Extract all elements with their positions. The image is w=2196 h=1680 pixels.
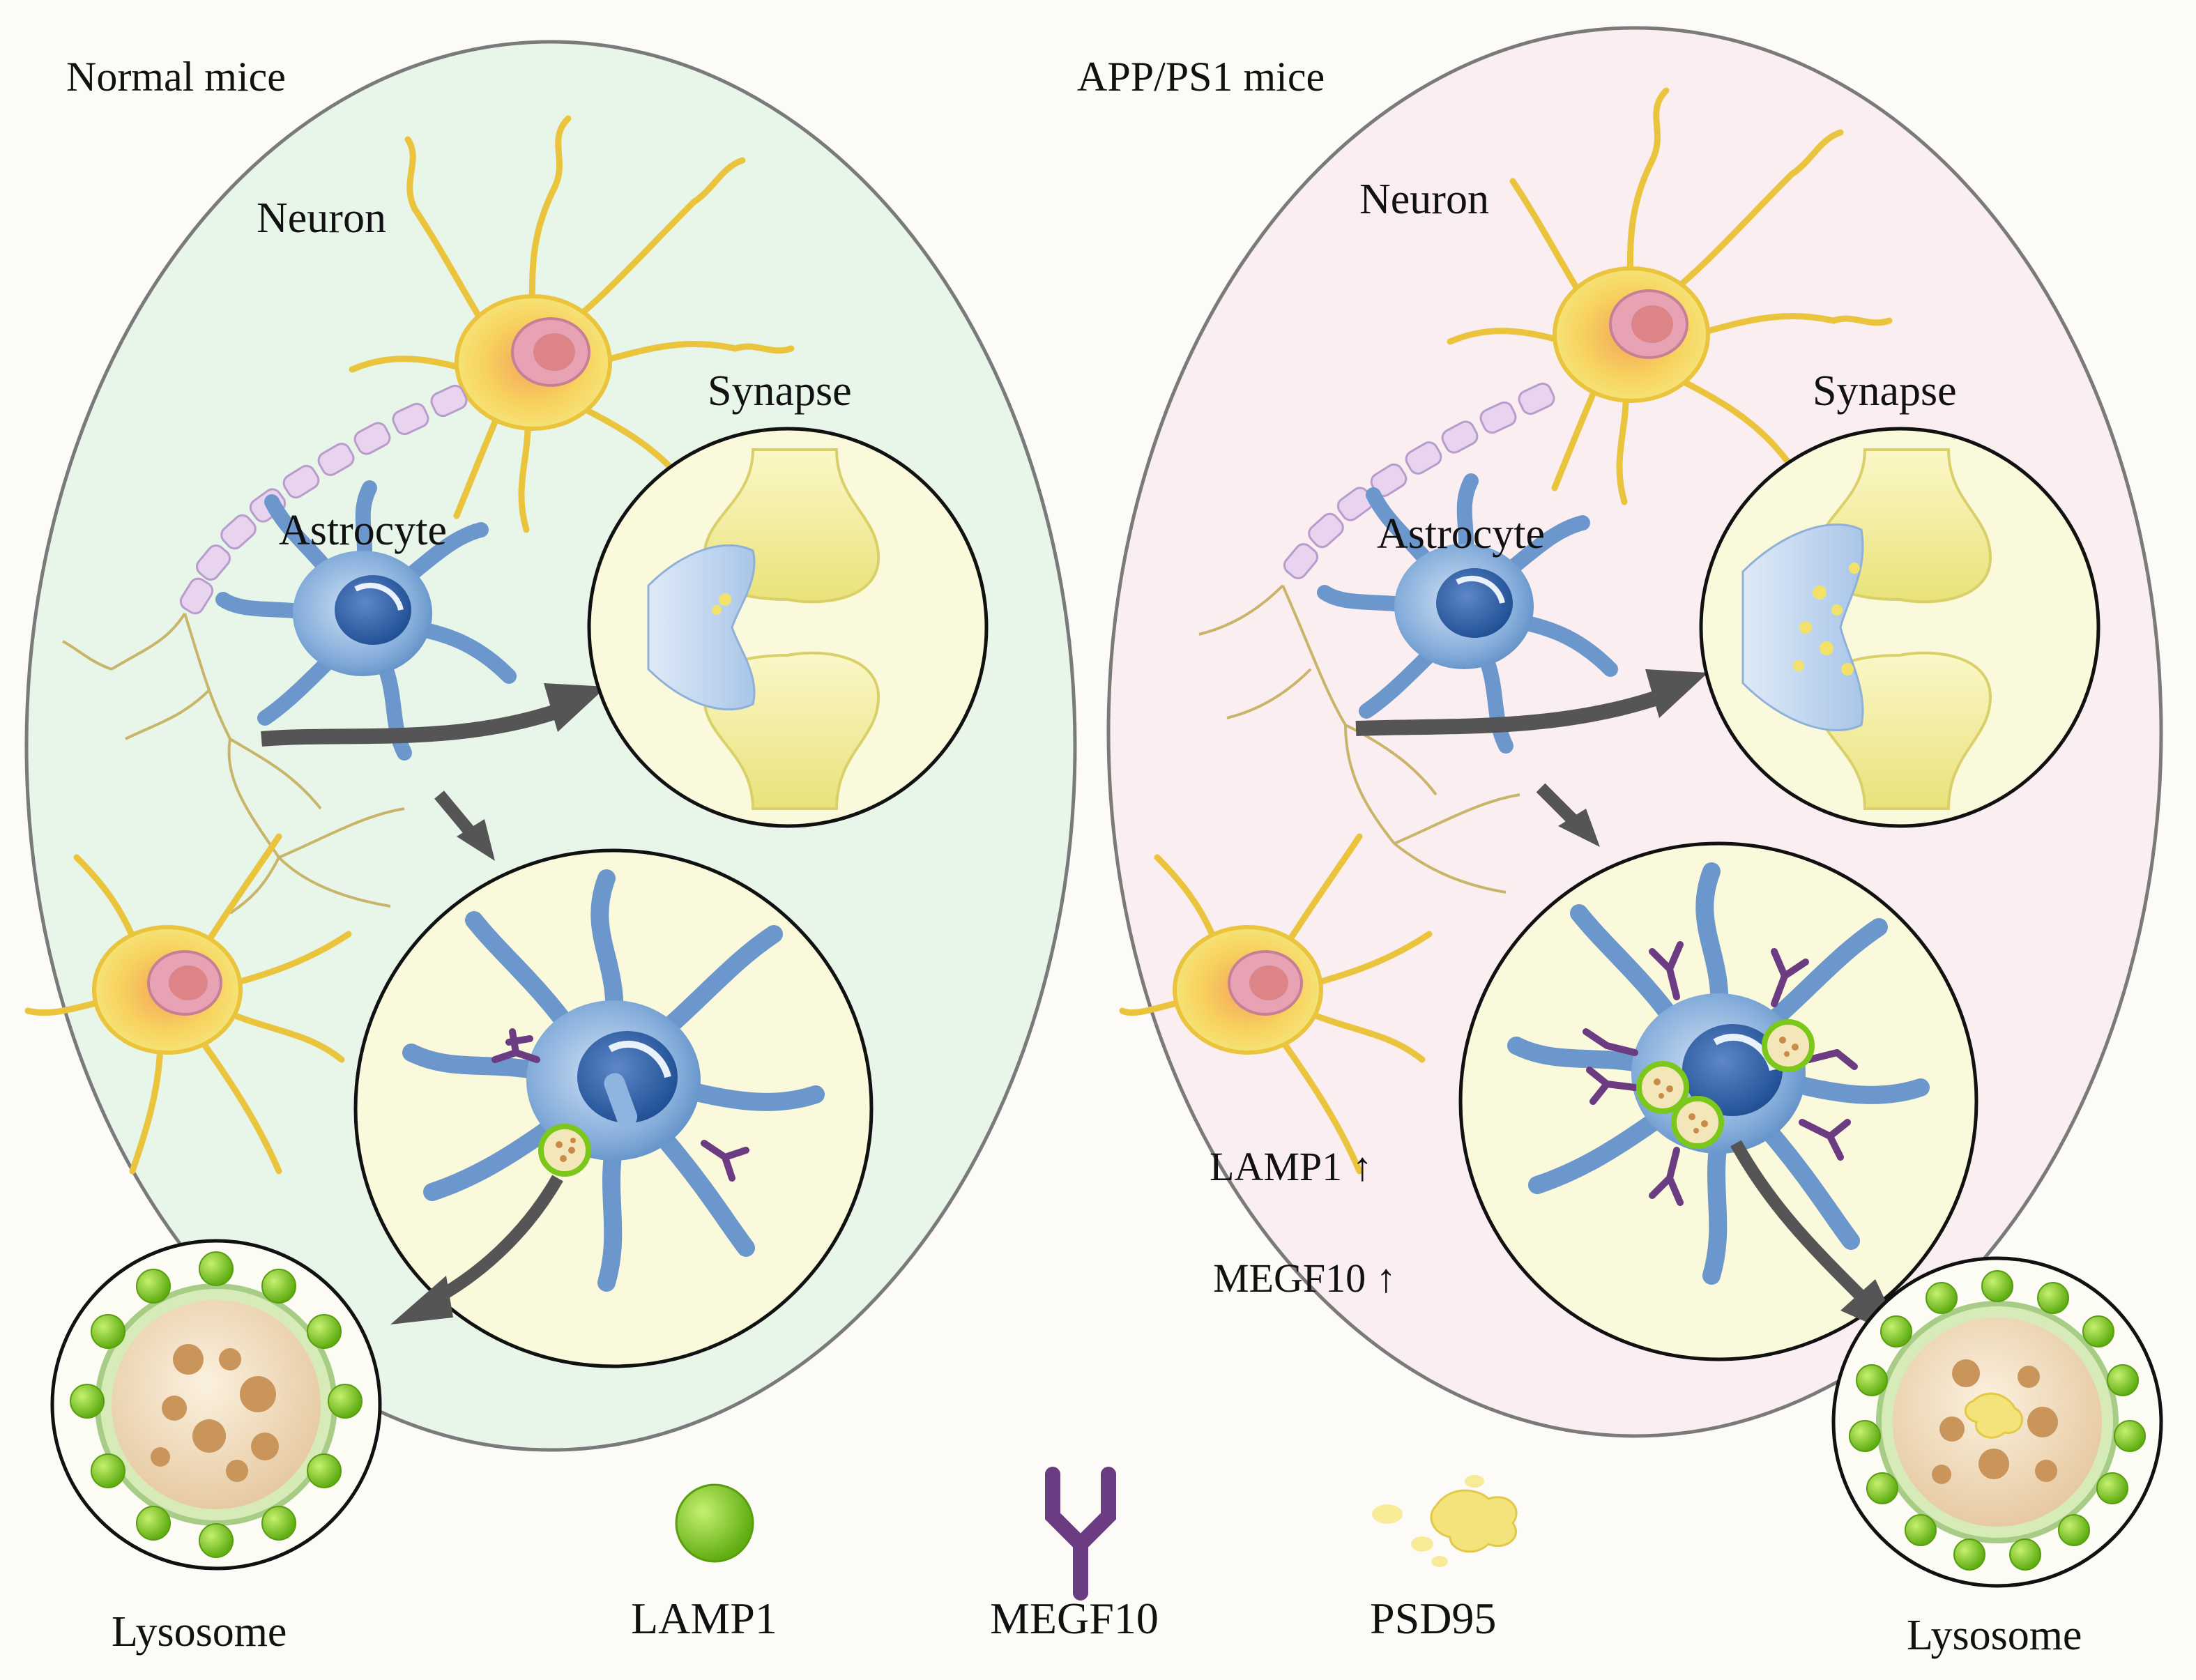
lysosome-icon <box>50 1239 382 1571</box>
normal-lysosome-label: Lysosome <box>112 1608 287 1656</box>
neuron-icon <box>1119 833 1433 1175</box>
lamp1-icon <box>675 1483 754 1563</box>
megf10-icon <box>1045 1467 1116 1601</box>
arrow-icon <box>1355 689 1662 736</box>
legend-lamp1-label: LAMP1 <box>631 1594 777 1643</box>
psd95-icon <box>1372 1475 1518 1567</box>
legend <box>675 1467 1518 1601</box>
lamp1-change-label: LAMP1 ↑ <box>1210 1144 1373 1189</box>
app-panel-title: APP/PS1 mice <box>1077 54 1325 100</box>
phagosome-icon <box>538 1124 591 1177</box>
arrow-icon <box>390 1276 453 1324</box>
normal-mice-panel <box>24 40 1077 1571</box>
phagosome-icon <box>1636 1019 1815 1149</box>
app-synapse-label: Synapse <box>1813 367 1957 415</box>
arrow-icon <box>436 1175 563 1302</box>
astrocyte-icon <box>1317 473 1618 754</box>
app-ps1-mice-panel <box>1106 26 2163 1588</box>
astrocyte-zoom-circle <box>353 848 874 1368</box>
megf10-change-label: MEGF10 ↑ <box>1213 1255 1396 1301</box>
normal-astrocyte-label: Astrocyte <box>279 507 448 554</box>
astrocyte-icon <box>215 480 517 761</box>
axon-icon <box>1283 382 1555 579</box>
neuron-icon <box>349 115 795 533</box>
arrow-icon <box>1645 669 1708 718</box>
megf10-icon <box>701 1140 749 1182</box>
arrow-icon <box>261 703 561 747</box>
normal-neuron-label: Neuron <box>257 194 386 242</box>
psd95-icon <box>1793 563 1860 675</box>
arrow-icon <box>544 683 607 732</box>
axon-terminals-icon <box>62 612 405 915</box>
app-neuron-label: Neuron <box>1359 176 1489 223</box>
arrow-icon <box>1558 809 1600 847</box>
neuron-icon <box>1447 87 1893 505</box>
synapse-icon <box>587 427 989 828</box>
arrow-icon <box>1730 1140 1866 1301</box>
lysosome-icon <box>1831 1256 2163 1588</box>
normal-synapse-label: Synapse <box>708 367 852 415</box>
normal-panel-title: Normal mice <box>66 54 286 100</box>
astrocyte-zoom-circle <box>1458 841 1978 1361</box>
synapse-icon <box>1699 427 2100 828</box>
app-astrocyte-label: Astrocyte <box>1377 510 1546 558</box>
psd95-icon <box>1964 1392 2024 1439</box>
axon-terminals-icon <box>1198 584 1520 894</box>
arrow-icon <box>457 819 495 861</box>
legend-megf10-label: MEGF10 <box>990 1594 1159 1643</box>
neuron-icon <box>24 833 352 1175</box>
arrow-icon <box>1536 783 1580 827</box>
app-lysosome-label: Lysosome <box>1907 1612 2082 1659</box>
megf10-icon <box>1583 941 1858 1206</box>
legend-psd95-label: PSD95 <box>1370 1594 1497 1643</box>
megf10-icon <box>491 1028 540 1063</box>
